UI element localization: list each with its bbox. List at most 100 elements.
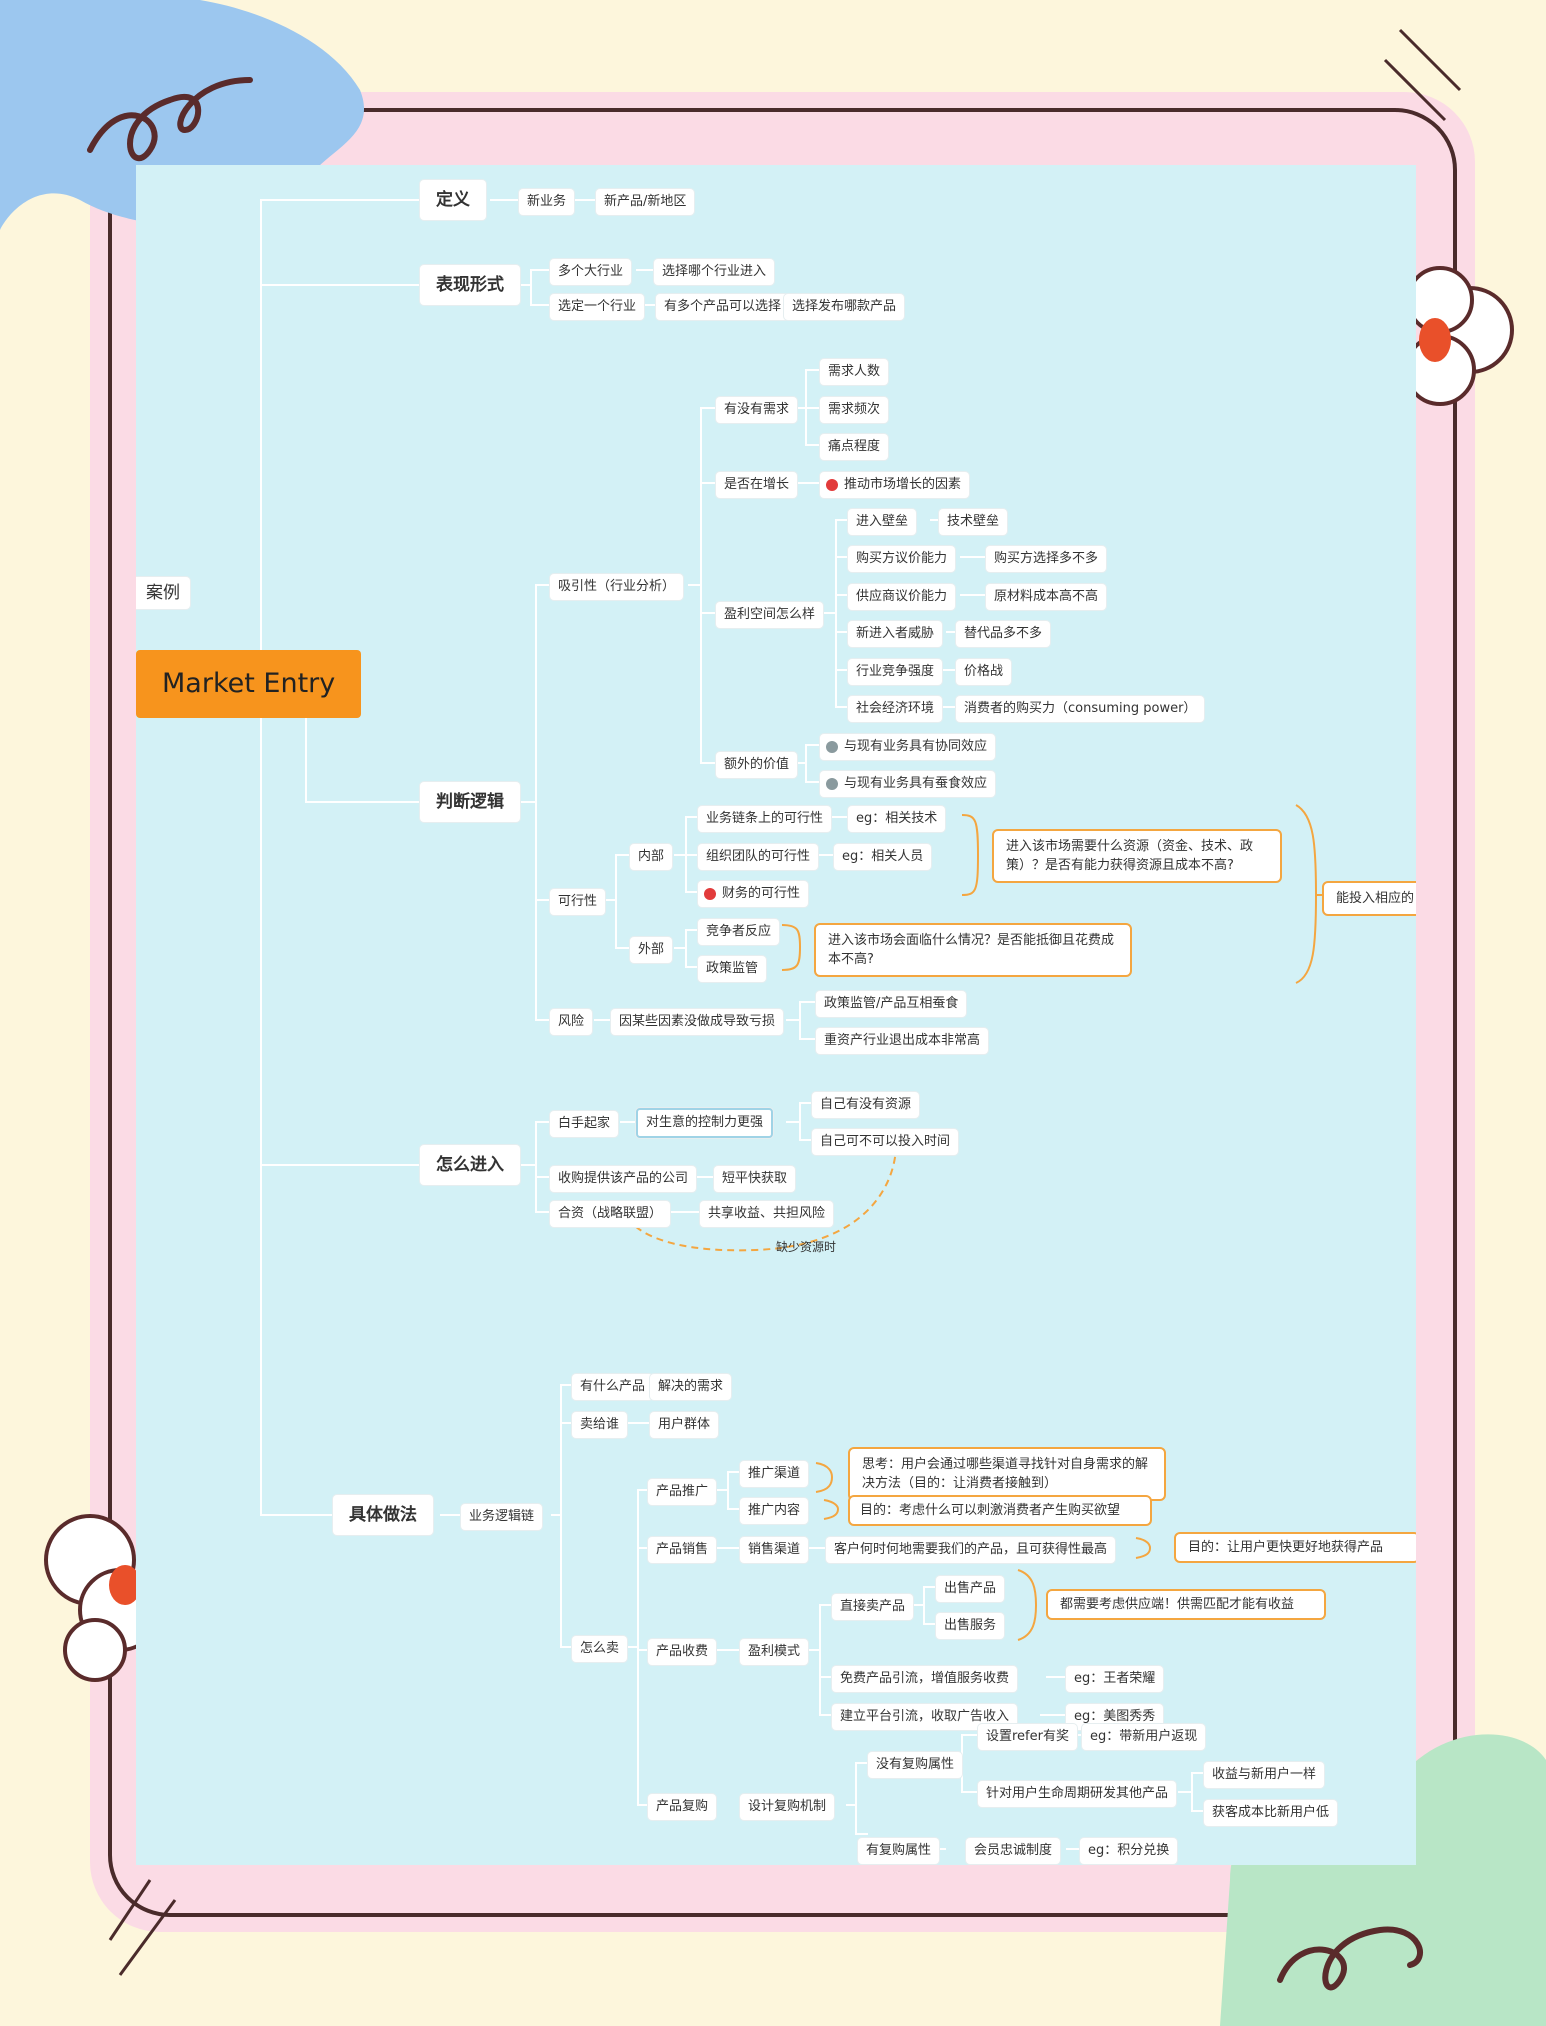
- callout-promo-content: 目的：考虑什么可以刺激消费者产生购买欲望: [848, 1495, 1152, 1526]
- node-many-products[interactable]: 有多个产品可以选择: [656, 294, 790, 320]
- node-how-sell[interactable]: 怎么卖: [572, 1636, 628, 1662]
- node-user-group[interactable]: 用户群体: [650, 1412, 719, 1438]
- node-new-product-region[interactable]: 新产品/新地区: [596, 189, 695, 215]
- node-lower-cac[interactable]: 获客成本比新用户低: [1204, 1800, 1338, 1826]
- node-joint-venture[interactable]: 合资（战略联盟）: [550, 1201, 671, 1227]
- node-sell-product[interactable]: 出售产品: [936, 1576, 1005, 1602]
- node-sales[interactable]: 产品销售: [648, 1537, 717, 1563]
- node-judgment-logic[interactable]: 判断逻辑: [420, 782, 520, 822]
- node-competition[interactable]: 行业竞争强度: [848, 659, 943, 685]
- node-direct-sell[interactable]: 直接卖产品: [832, 1594, 914, 1620]
- node-profit-model[interactable]: 盈利模式: [740, 1639, 809, 1665]
- node-practice[interactable]: 具体做法: [333, 1495, 433, 1535]
- node-sell-service[interactable]: 出售服务: [936, 1613, 1005, 1639]
- node-cannibal[interactable]: 与现有业务具有蚕食效应: [820, 771, 996, 797]
- node-demand[interactable]: 有没有需求: [716, 397, 798, 423]
- mindmap-canvas: 案例 Market Entry 定义 新业务 新产品/新地区 表现形式 多个大行…: [136, 165, 1416, 1865]
- node-entry-barrier[interactable]: 进入壁垒: [848, 509, 917, 535]
- node-policy[interactable]: 政策监管: [698, 956, 767, 982]
- node-sales-channel[interactable]: 销售渠道: [740, 1537, 809, 1563]
- squiggle-shape: [87, 77, 253, 161]
- node-from-scratch[interactable]: 白手起家: [550, 1111, 619, 1137]
- node-finance-feasibility[interactable]: 财务的可行性: [698, 881, 809, 907]
- alert-icon: [826, 479, 838, 491]
- node-growth[interactable]: 是否在增长: [716, 472, 798, 498]
- node-competitor-reaction[interactable]: 竞争者反应: [698, 919, 780, 945]
- node-acquire[interactable]: 收购提供该产品的公司: [550, 1166, 697, 1192]
- node-business-chain[interactable]: 业务逻辑链: [461, 1504, 543, 1530]
- node-tech-barrier[interactable]: 技术壁垒: [939, 509, 1008, 535]
- node-loyalty-eg[interactable]: eg：积分兑换: [1080, 1838, 1178, 1864]
- node-has-repurchase[interactable]: 有复购属性: [858, 1838, 940, 1864]
- node-more-control[interactable]: 对生意的控制力更强: [636, 1108, 774, 1138]
- node-synergy[interactable]: 与现有业务具有协同效应: [820, 734, 996, 760]
- node-repurchase[interactable]: 产品复购: [648, 1794, 717, 1820]
- node-related-tech[interactable]: eg：相关技术: [848, 806, 946, 832]
- node-related-people[interactable]: eg：相关人员: [834, 844, 932, 870]
- node-freemium[interactable]: 免费产品引流，增值服务收费: [832, 1666, 1018, 1692]
- callout-supply: 都需要考虑供应端！供需匹配才能有收益: [1046, 1589, 1326, 1620]
- callout-promo-channel: 思考：用户会通过哪些渠道寻找针对自身需求的解决方法（目的：让消费者接触到）: [848, 1447, 1166, 1501]
- node-buyer-choice[interactable]: 购买方选择多不多: [986, 546, 1107, 572]
- node-policy-cannibal[interactable]: 政策监管/产品互相蚕食: [816, 991, 967, 1017]
- node-material-cost[interactable]: 原材料成本高不高: [986, 584, 1107, 610]
- node-lifecycle-product[interactable]: 针对用户生命周期研发其他产品: [978, 1781, 1177, 1807]
- node-forms[interactable]: 表现形式: [420, 265, 520, 305]
- root-node-market-entry[interactable]: Market Entry: [136, 650, 362, 718]
- node-promo-content[interactable]: 推广内容: [740, 1498, 809, 1524]
- node-profit-space[interactable]: 盈利空间怎么样: [716, 602, 824, 628]
- node-pain-level[interactable]: 痛点程度: [820, 434, 889, 460]
- node-fast[interactable]: 短平快获取: [714, 1166, 796, 1192]
- node-many-industries[interactable]: 多个大行业: [550, 259, 632, 285]
- callout-external-situation: 进入该市场会面临什么情况？是否能抵御且花费成本不高?: [814, 923, 1132, 977]
- callout-summary: 能投入相应的: [1322, 881, 1416, 916]
- node-freemium-eg[interactable]: eg：王者荣耀: [1066, 1666, 1164, 1692]
- node-choose-product[interactable]: 选择发布哪款产品: [784, 294, 905, 320]
- node-definition[interactable]: 定义: [420, 180, 486, 220]
- node-refer-eg[interactable]: eg：带新用户返现: [1082, 1724, 1206, 1750]
- arrow-label-lack-resources: 缺少资源时: [776, 1240, 837, 1254]
- case-node[interactable]: 案例: [136, 577, 190, 609]
- info-icon: [826, 778, 838, 790]
- node-new-business[interactable]: 新业务: [519, 189, 575, 215]
- node-one-industry[interactable]: 选定一个行业: [550, 294, 645, 320]
- node-same-revenue[interactable]: 收益与新用户一样: [1204, 1762, 1325, 1788]
- node-no-repurchase[interactable]: 没有复购属性: [868, 1752, 963, 1778]
- node-what-product[interactable]: 有什么产品: [572, 1374, 654, 1400]
- node-growth-factors[interactable]: 推动市场增长的因素: [820, 472, 970, 498]
- node-socio-economic[interactable]: 社会经济环境: [848, 696, 943, 722]
- node-demand-count[interactable]: 需求人数: [820, 359, 889, 385]
- node-loss[interactable]: 因某些因素没做成导致亏损: [611, 1009, 784, 1035]
- node-consuming-power[interactable]: 消费者的购买力（consuming power）: [956, 696, 1205, 722]
- node-supplier-power[interactable]: 供应商议价能力: [848, 584, 956, 610]
- node-promo-channel[interactable]: 推广渠道: [740, 1461, 809, 1487]
- node-charging[interactable]: 产品收费: [648, 1639, 717, 1665]
- node-how-enter[interactable]: 怎么进入: [420, 1145, 520, 1185]
- node-share-risk[interactable]: 共享收益、共担风险: [700, 1201, 834, 1227]
- node-own-resources[interactable]: 自己有没有资源: [812, 1092, 920, 1118]
- node-internal[interactable]: 内部: [630, 844, 673, 870]
- node-choose-industry[interactable]: 选择哪个行业进入: [654, 259, 775, 285]
- node-loyalty[interactable]: 会员忠诚制度: [966, 1838, 1061, 1864]
- node-repurchase-design[interactable]: 设计复购机制: [740, 1794, 835, 1820]
- node-substitutes[interactable]: 替代品多不多: [956, 621, 1051, 647]
- node-risk[interactable]: 风险: [550, 1009, 593, 1035]
- callout-sales-goal: 目的：让用户更快更好地获得产品: [1174, 1532, 1416, 1563]
- node-new-entrant[interactable]: 新进入者威胁: [848, 621, 943, 647]
- node-promotion[interactable]: 产品推广: [648, 1479, 717, 1505]
- node-own-time[interactable]: 自己可不可以投入时间: [812, 1129, 959, 1155]
- node-price-war[interactable]: 价格战: [956, 659, 1012, 685]
- node-sell-to[interactable]: 卖给谁: [572, 1412, 628, 1438]
- node-need-solved[interactable]: 解决的需求: [650, 1374, 732, 1400]
- node-buyer-power[interactable]: 购买方议价能力: [848, 546, 956, 572]
- node-extra-value[interactable]: 额外的价值: [716, 752, 798, 778]
- node-chain-feasibility[interactable]: 业务链条上的可行性: [698, 806, 832, 832]
- node-feasibility[interactable]: 可行性: [550, 889, 606, 915]
- node-external[interactable]: 外部: [630, 937, 673, 963]
- node-availability[interactable]: 客户何时何地需要我们的产品，且可获得性最高: [826, 1537, 1116, 1563]
- node-team-feasibility[interactable]: 组织团队的可行性: [698, 844, 819, 870]
- node-exit-cost[interactable]: 重资产行业退出成本非常高: [816, 1028, 989, 1054]
- node-refer-reward[interactable]: 设置refer有奖: [978, 1724, 1077, 1750]
- node-demand-frequency[interactable]: 需求频次: [820, 397, 889, 423]
- node-attractiveness[interactable]: 吸引性（行业分析）: [550, 574, 684, 600]
